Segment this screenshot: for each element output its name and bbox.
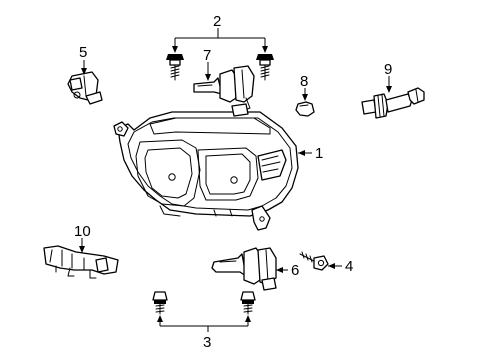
callout-1: 1 [315, 145, 323, 162]
leader-8 [302, 88, 308, 101]
headlamp-assembly[interactable] [113, 111, 299, 231]
leader-10 [79, 238, 85, 253]
bulb-7[interactable] [193, 65, 255, 117]
screw-2-right[interactable] [256, 54, 274, 81]
screw-3-left[interactable] [152, 291, 168, 315]
leader-2 [172, 28, 268, 53]
callout-6: 6 [291, 262, 299, 279]
callout-5: 5 [79, 44, 87, 61]
callout-2: 2 [213, 13, 221, 30]
bracket-5[interactable] [67, 71, 103, 105]
callout-7: 7 [203, 47, 211, 64]
leader-6 [276, 267, 288, 273]
screw-2-left[interactable] [166, 54, 184, 81]
leader-3 [157, 315, 251, 332]
leader-7 [205, 62, 211, 81]
screw-3-right[interactable] [240, 291, 256, 315]
callout-3: 3 [203, 334, 211, 351]
socket-9[interactable] [361, 87, 425, 119]
small-bulb-8[interactable] [295, 101, 315, 117]
leader-4 [328, 263, 342, 269]
leader-1 [298, 150, 312, 156]
bolt-4[interactable] [299, 251, 329, 271]
leader-9 [386, 76, 392, 93]
bulb-6[interactable] [211, 247, 277, 291]
callout-4: 4 [345, 258, 353, 275]
callout-8: 8 [300, 73, 308, 90]
bracket-10[interactable] [43, 245, 119, 279]
callout-10: 10 [74, 223, 91, 240]
callout-9: 9 [384, 61, 392, 78]
leader-5 [81, 60, 87, 75]
